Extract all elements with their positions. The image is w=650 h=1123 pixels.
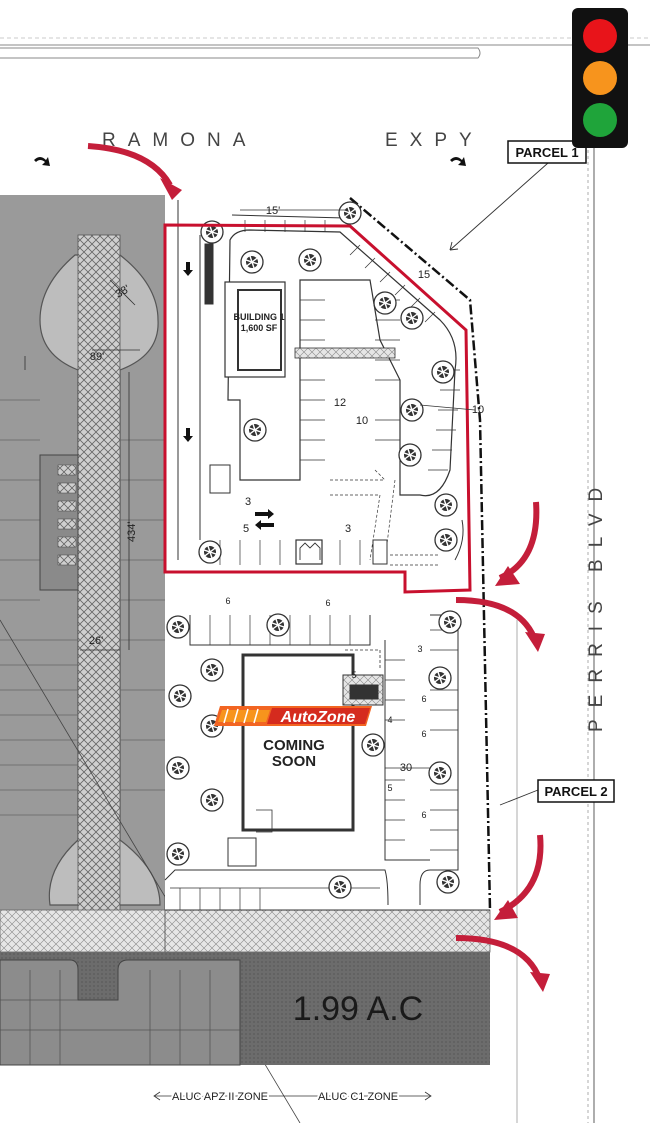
parcel-1-label-box: PARCEL 1	[507, 140, 587, 164]
coming-line2: SOON	[272, 753, 316, 770]
building-1-name: BUILDING 1	[233, 312, 284, 322]
dim-10: 10	[472, 404, 484, 416]
dimension-lines	[24, 209, 476, 769]
parcel-leaders	[449, 162, 549, 806]
autozone-logo: AutoZone	[214, 706, 372, 726]
zone-line	[153, 1091, 432, 1101]
south-lot	[0, 895, 491, 1066]
autozone-wordmark: AutoZone	[280, 709, 356, 726]
parking-count-3c: 3	[417, 644, 422, 654]
road-lines-east	[516, 60, 595, 1123]
parcel-1-boundary	[163, 223, 472, 594]
drive-aisle-arrows	[183, 262, 274, 530]
parcel-1-layout	[177, 200, 464, 566]
parcel-2-layout	[164, 614, 459, 910]
parking-count-5c: 5	[351, 670, 356, 680]
dim-15-top: 15'	[266, 205, 280, 217]
parcel-1-label: PARCEL 1	[515, 145, 578, 160]
traffic-light-icon	[572, 8, 628, 148]
parking-count-6b: 6	[325, 598, 330, 608]
dim-26: 26'	[89, 635, 103, 647]
access-arrowheads	[160, 178, 550, 992]
street-perris: PERRIS BLVD	[586, 476, 607, 732]
dim-30: 30	[400, 762, 412, 774]
street-ramona: RAMONA	[102, 130, 257, 151]
zone-west-label: ALUC APZ II ZONE	[172, 1091, 268, 1103]
west-parking-lot	[0, 195, 301, 1123]
parcel-2-label-box: PARCEL 2	[537, 779, 615, 803]
access-arrow-icon	[87, 143, 544, 982]
road-lines-north	[0, 37, 650, 59]
parking-count-4: 4	[387, 715, 392, 725]
parking-count-3a: 3	[245, 496, 251, 508]
parking-count-5b: 5	[387, 783, 392, 793]
parcel-2-label: PARCEL 2	[544, 784, 607, 799]
parking-count-6a: 6	[225, 596, 230, 606]
parking-count-6d: 6	[421, 694, 426, 704]
street-expy: EXPY	[385, 130, 484, 151]
building-1-area: 1,600 SF	[241, 323, 278, 333]
zone-east-label: ALUC C1 ZONE	[318, 1091, 398, 1103]
parking-count-5a: 5	[243, 523, 249, 535]
acreage-label: 1.99 A.C	[293, 990, 423, 1028]
coming-line1: COMING	[263, 737, 325, 754]
dim-434: 434'	[126, 522, 138, 542]
dim-89: 89'	[90, 351, 104, 363]
parking-count-10: 10	[356, 415, 368, 427]
dim-15-diag: 15	[418, 269, 430, 281]
parking-count-6e: 6	[421, 810, 426, 820]
parking-count-6c: 6	[421, 729, 426, 739]
turn-arrow-icons	[34, 157, 466, 166]
parking-count-3b: 3	[345, 523, 351, 535]
parking-count-12: 12	[334, 397, 346, 409]
